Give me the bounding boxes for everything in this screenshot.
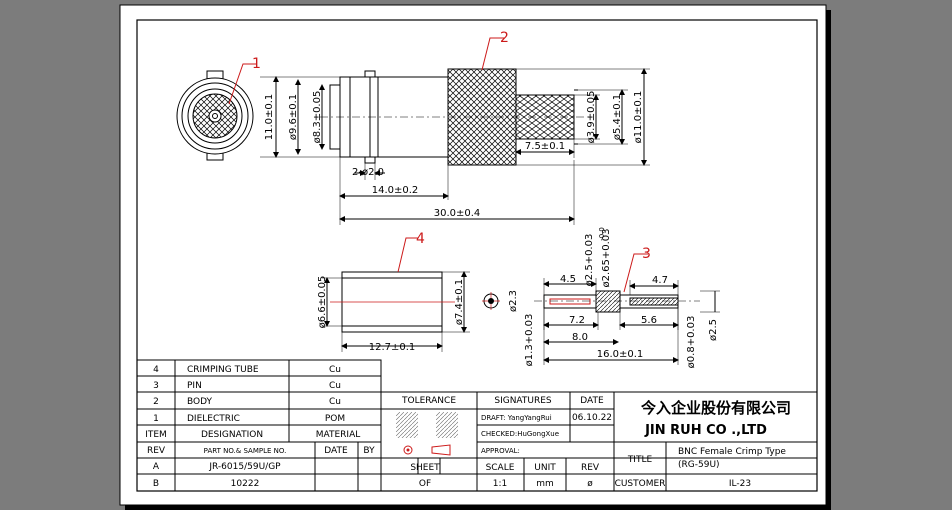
callout-3-leader bbox=[623, 253, 648, 293]
bom-item-3: 3 bbox=[153, 381, 159, 391]
callout-2-label: 2 bbox=[500, 30, 509, 46]
tb-rev: REV bbox=[581, 463, 600, 473]
dim-pin-k: ø0.8+0.03 bbox=[686, 316, 697, 369]
bom-mat-3: Cu bbox=[329, 381, 341, 391]
dim-pin-i: 16.0±0.1 bbox=[597, 349, 644, 360]
tb-draft: DRAFT: YangYangRui bbox=[481, 414, 552, 422]
tolerance-table-graphic bbox=[396, 412, 458, 438]
tb-title: TITLE bbox=[627, 455, 653, 465]
rev-b: B bbox=[153, 479, 159, 489]
body-bayonet-pin-top bbox=[364, 70, 376, 78]
callout-4-label: 4 bbox=[416, 231, 425, 247]
tb-title-val-2: (RG-59U) bbox=[678, 460, 720, 470]
rev-header-by: BY bbox=[363, 446, 375, 456]
callout-3-label: 3 bbox=[642, 246, 651, 262]
bom-item-2: 2 bbox=[153, 397, 159, 407]
tube-view: 4 ø6.6±0.05 ø7.4±0.1 12.7±0.1 bbox=[317, 231, 470, 353]
dim-d-ferrule-mid: ø5.4±0.1 bbox=[612, 94, 623, 140]
dim-d-body: ø9.6±0.1 bbox=[288, 94, 299, 140]
body-bayonet-pin-bottom bbox=[364, 156, 376, 164]
rev-text: REV PART NO.& SAMPLE NO. DATE BY A JR-60… bbox=[147, 446, 375, 489]
tb-unit-val: mm bbox=[536, 479, 554, 489]
rev-b-part: 10222 bbox=[231, 479, 260, 489]
tb-tolerance: TOLERANCE bbox=[401, 396, 456, 406]
tb-customer: CUSTOMER bbox=[615, 479, 666, 489]
dim-pin-l: ø2.5 bbox=[708, 319, 719, 341]
end-view: 1 bbox=[176, 56, 261, 161]
dim-d-small: 2-ø2.0 bbox=[352, 167, 384, 178]
dim-pin-j: ø1.3+0.03 bbox=[524, 314, 535, 367]
projection-symbol bbox=[403, 444, 451, 456]
tb-scale-val: 1:1 bbox=[493, 479, 507, 489]
dim-d-ferrule-in: ø3.9±0.05 bbox=[586, 91, 597, 144]
pin-tip-slot bbox=[549, 298, 591, 305]
bom-header-material: MATERIAL bbox=[316, 430, 361, 440]
dim-pin-b: ø2.5+0.03 bbox=[584, 234, 595, 287]
rev-a-part: JR-6015/59U/GP bbox=[208, 462, 281, 472]
bom-name-2: BODY bbox=[187, 397, 213, 407]
bom-mat-4: Cu bbox=[329, 365, 341, 375]
dim-tube-d-in: ø6.6±0.05 bbox=[317, 276, 328, 329]
end-view-pin bbox=[212, 113, 218, 119]
rev-a: A bbox=[153, 462, 160, 472]
dim-d-inner: ø8.3±0.05 bbox=[312, 91, 323, 144]
dim-tube-d-out: ø7.4±0.1 bbox=[454, 279, 465, 325]
dim-pin-d: 4.7 bbox=[652, 275, 668, 286]
tb-company-cn: 今入企业股份有限公司 bbox=[640, 399, 791, 417]
tb-company-en: JIN RUH CO .,LTD bbox=[644, 423, 767, 438]
dim-pin-h: 8.0 bbox=[572, 332, 588, 343]
dim-pin-c: ø2.65+0.03 bbox=[601, 228, 612, 287]
dim-len-total: 30.0±0.4 bbox=[434, 208, 481, 219]
tb-scale: SCALE bbox=[486, 463, 515, 473]
tb-rev-val: ø bbox=[587, 479, 593, 489]
side-view: 2 11.0±0.1 ø9.6±0.1 ø8.3±0.05 ø3.9±0.05 … bbox=[260, 30, 650, 225]
bom-table bbox=[136, 359, 382, 443]
dim-pin-a: 4.5 bbox=[560, 274, 576, 285]
pin-barrel-bore bbox=[629, 297, 679, 306]
dim-pin-e: ø2.3 bbox=[508, 290, 519, 312]
dim-pin-g: 5.6 bbox=[641, 315, 657, 326]
callout-1-label: 1 bbox=[252, 56, 261, 72]
dim-tube-len: 12.7±0.1 bbox=[369, 342, 416, 353]
bom-name-1: DIELECTRIC bbox=[187, 414, 240, 424]
tb-unit: UNIT bbox=[534, 463, 556, 473]
tb-customer-val: IL-23 bbox=[729, 479, 751, 489]
tb-sheet-val: OF bbox=[419, 479, 431, 489]
bom-mat-1: POM bbox=[325, 414, 345, 424]
callout-4-leader bbox=[397, 237, 418, 273]
dim-len-ferrule: 7.5±0.1 bbox=[525, 141, 565, 152]
bom-header-item: ITEM bbox=[145, 430, 167, 440]
callout-2-leader bbox=[481, 37, 504, 71]
tb-date: DATE bbox=[580, 396, 604, 406]
bom-name-4: CRIMPING TUBE bbox=[187, 365, 259, 375]
title-block-lines bbox=[380, 391, 818, 492]
tb-signatures: SIGNATURES bbox=[494, 396, 552, 406]
dim-len-body: 14.0±0.2 bbox=[372, 185, 419, 196]
bom-header-designation: DESIGNATION bbox=[201, 430, 263, 440]
title-block-text: TOLERANCE SIGNATURES DATE DRAFT: YangYan… bbox=[396, 396, 791, 489]
dim-d-ferrule-out: ø11.0±0.1 bbox=[633, 91, 644, 144]
rev-header-date: DATE bbox=[324, 446, 348, 456]
tb-title-val-1: BNC Female Crimp Type bbox=[678, 447, 786, 457]
tb-checked: CHECKED:HuGongXue bbox=[481, 430, 559, 438]
dim-h-overall: 11.0±0.1 bbox=[264, 94, 275, 141]
rev-header-rev: REV bbox=[147, 446, 166, 456]
tb-sheet: SHEET bbox=[410, 463, 440, 473]
dim-pin-f: 7.2 bbox=[569, 315, 585, 326]
bom-item-4: 4 bbox=[153, 365, 159, 375]
callout-1-leader bbox=[228, 63, 256, 105]
rev-header-part: PART NO.& SAMPLE NO. bbox=[204, 447, 287, 455]
tb-draft-date: 06.10.22 bbox=[572, 413, 612, 423]
dim-pin-c-tol: -0.0 bbox=[598, 227, 606, 241]
pin-collar bbox=[595, 290, 621, 313]
bom-name-3: PIN bbox=[187, 381, 202, 391]
bom-item-1: 1 bbox=[153, 414, 159, 424]
pin-view: 3 4.5 ø2.5+0.03 ø2.65+0.03 -0.0 4.7 ø2.3… bbox=[482, 227, 720, 368]
bom-text: 4 CRIMPING TUBE Cu 3 PIN Cu 2 BODY Cu 1 … bbox=[145, 365, 360, 440]
bom-mat-2: Cu bbox=[329, 397, 341, 407]
tb-approval: APPROVAL: bbox=[481, 447, 520, 455]
